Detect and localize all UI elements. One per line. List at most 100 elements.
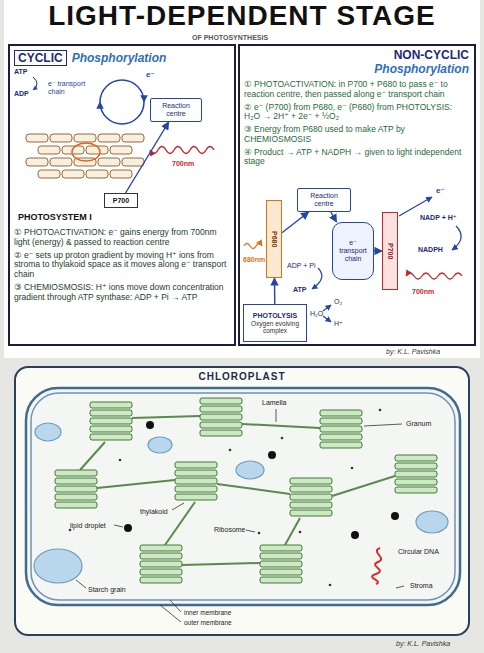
thylakoid-disc: [26, 158, 48, 166]
ribosome-dot: [299, 531, 302, 534]
granum: [320, 410, 362, 448]
label: 700nm: [412, 288, 434, 296]
thylakoid-disc: [62, 170, 84, 178]
light-wave: [150, 147, 214, 154]
chloroplast-card: CHLOROPLAST: [14, 366, 470, 636]
reaction-centre-box: Reaction centre: [150, 98, 202, 122]
reaction-centre-box: Reaction centre: [297, 188, 351, 212]
thylakoid-disc: [26, 134, 48, 142]
outer-membrane: [26, 388, 460, 605]
connector: [274, 278, 276, 304]
light-wave: [406, 273, 462, 279]
lamella-line: [217, 484, 290, 494]
thylakoid-disc: [98, 158, 120, 166]
leader-line: [170, 600, 181, 612]
node-text: P680: [271, 231, 278, 247]
photosystem-band: P680: [266, 200, 282, 278]
label: inner membrane: [184, 609, 231, 616]
label: 700nm: [172, 160, 194, 168]
nadph-arrow: [452, 226, 461, 250]
ribosome-dot: [69, 529, 72, 532]
electron-cycle: [100, 80, 144, 102]
photosystem-band: P700: [382, 212, 398, 290]
node-text: Phosphorylation: [245, 62, 469, 76]
step-list: ① PHOTOACTIVATION: e⁻ gains energy from …: [14, 228, 230, 305]
granum: [55, 470, 97, 508]
inner-membrane: [31, 393, 455, 600]
ribosome-dot: [379, 409, 382, 412]
label: e⁻: [146, 70, 155, 79]
node-text: Reaction centre: [153, 102, 199, 117]
starch-grain: [148, 437, 172, 453]
connector: [331, 212, 337, 222]
granum: [140, 545, 182, 583]
circular-dna: [372, 548, 381, 584]
label: Granum: [406, 420, 431, 428]
label: ADP: [14, 90, 29, 98]
granum: [90, 402, 132, 440]
starch-grain: [236, 461, 264, 479]
node-text: e⁻ transport chain: [336, 239, 370, 262]
label: ATP: [293, 286, 306, 294]
step-text: ② e⁻ sets up proton gradient by moving H…: [14, 251, 230, 280]
ribosome-dot: [351, 467, 354, 470]
step-text: ① PHOTOACTIVATION: in P700 + P680 to pas…: [244, 80, 470, 100]
starch-grain: [35, 423, 61, 441]
node-text: Reaction centre: [300, 192, 348, 207]
electron-arrow: [399, 197, 432, 216]
leader-line: [160, 605, 181, 622]
connector: [282, 212, 309, 233]
label: H₂O: [310, 310, 323, 318]
electron-cycle: [100, 102, 144, 124]
label: e⁻ transport chain: [48, 80, 92, 96]
node-text: P700: [113, 197, 129, 205]
lamella-line: [242, 424, 320, 428]
lamella-line: [80, 442, 105, 470]
connector: [374, 250, 382, 251]
lamella-line: [182, 563, 260, 565]
leader-line: [114, 525, 123, 527]
card-ground: [14, 366, 470, 636]
thylakoid-disc: [86, 170, 108, 178]
leader-line: [76, 580, 86, 588]
lipid-droplet: [391, 512, 399, 520]
step-text: ④ Product → ATP + NADPH → given to light…: [244, 148, 470, 168]
thylakoid-disc: [110, 170, 132, 178]
connector: [126, 122, 169, 193]
label: Starch grain: [88, 586, 126, 594]
thylakoid-disc: [38, 146, 60, 154]
label: e⁻: [436, 186, 445, 195]
thylakoid-disc: [74, 134, 96, 142]
node-text: CYCLIC: [14, 50, 67, 66]
label: NADPH: [418, 246, 443, 254]
granum: [395, 455, 437, 493]
thylakoid-disc: [50, 134, 72, 142]
label: thylakoid: [140, 508, 168, 516]
ribosome-dot: [281, 437, 284, 440]
label: by: K.L. Pavishka: [386, 348, 440, 356]
label: OF PHOTOSYNTHESIS: [192, 34, 268, 42]
label: O₂: [334, 298, 342, 306]
label: outer membrane: [184, 619, 232, 626]
starch-grain: [34, 549, 82, 583]
node-text: CHLOROPLAST: [16, 371, 468, 383]
granum: [260, 545, 302, 583]
proton-arrow: [323, 316, 331, 322]
lamella-line: [285, 518, 300, 545]
transport-chain: e⁻ transport chain: [332, 222, 374, 280]
photosystem-mark: [72, 143, 100, 161]
ribosome-dot: [119, 459, 122, 462]
leader-line: [246, 530, 255, 532]
lipid-droplet: [146, 421, 154, 429]
step-text: ② e⁻ (P700) from P680, e⁻ (P680) from PH…: [244, 103, 470, 123]
step-text: ③ CHEMIOSMOSIS: H⁺ ions move down concen…: [14, 283, 230, 303]
leader-line: [364, 424, 402, 426]
label: ATP: [14, 68, 27, 76]
label: by: K.L. Pavishka: [396, 640, 450, 648]
node-text: PHOTOLYSIS: [253, 312, 297, 320]
title: LIGHT-DEPENDENT STAGE: [48, 0, 436, 32]
photolysis-box: PHOTOLYSISOxygen evolving complex: [243, 304, 307, 342]
lipid-droplet: [124, 524, 132, 532]
lamella-line: [332, 476, 395, 496]
